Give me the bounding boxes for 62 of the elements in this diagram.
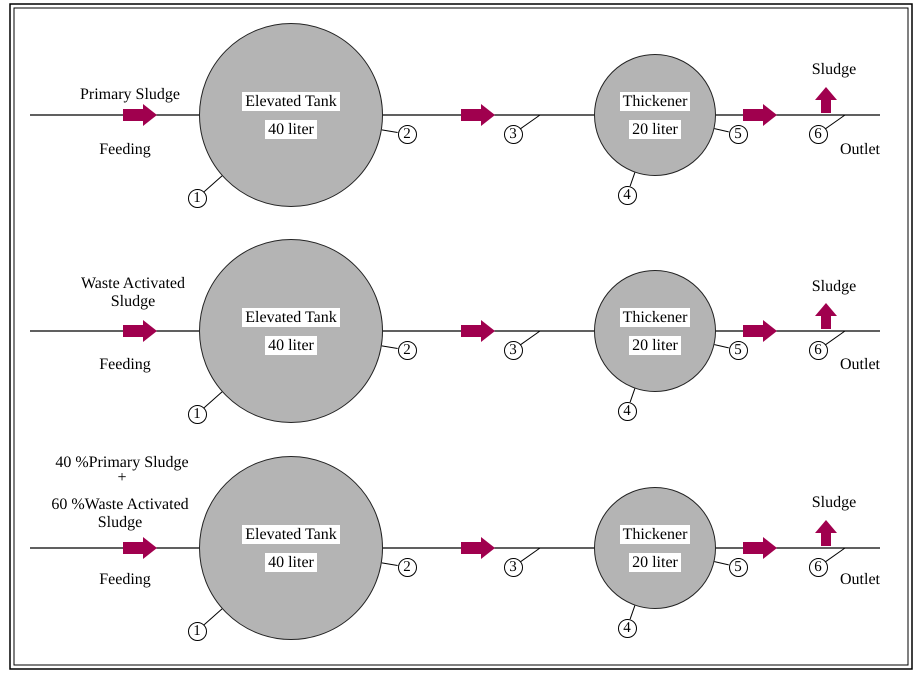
- leader-line: [520, 114, 540, 130]
- tank-name: Elevated Tank: [242, 308, 340, 326]
- callout-number: 4: [618, 618, 636, 638]
- tank-name: Elevated Tank: [242, 524, 340, 544]
- leader-line: [825, 548, 846, 562]
- leader-line: [204, 175, 223, 192]
- volume-label: 40 liter: [265, 552, 317, 572]
- callout-number: 5: [728, 340, 748, 360]
- tank-name: Thickener: [620, 92, 690, 110]
- volume-label: 40 liter: [265, 336, 317, 354]
- leader-line: [825, 114, 846, 130]
- leader-line: [520, 548, 540, 562]
- sludge-label: Sludge: [810, 61, 858, 79]
- leader-line: [204, 608, 223, 626]
- leader-line: [381, 345, 398, 349]
- callout-number: 3: [504, 558, 522, 576]
- feed-label: Waste Activated Sludge: [80, 275, 186, 311]
- callout-number: 1: [188, 404, 206, 424]
- feeding-label: Feeding: [98, 356, 152, 374]
- callout-number: 2: [398, 558, 416, 576]
- sludge-label: Sludge: [810, 278, 858, 296]
- outlet-label: Outlet: [839, 356, 881, 374]
- leader-line: [630, 388, 636, 403]
- callout-number: 6: [808, 340, 828, 360]
- leader-line: [630, 605, 636, 620]
- leader-line: [714, 561, 730, 566]
- callout-number: 3: [504, 340, 522, 360]
- leader-line: [520, 330, 540, 346]
- outlet-label: Feeding: [98, 571, 152, 589]
- callout-number: 2: [398, 124, 416, 144]
- leader-line: [381, 129, 398, 133]
- leader-line: [714, 128, 730, 132]
- volume-label: 20 liter: [629, 336, 681, 354]
- callout-number: 6: [808, 558, 828, 576]
- tank-name: Thickener: [620, 308, 690, 326]
- feed-label: 40 %Primary Sludge: [54, 454, 190, 472]
- tank-name: Thickener: [620, 524, 690, 544]
- volume-label: 20 liter: [629, 552, 681, 572]
- feed-label: Primary Sludge: [79, 86, 181, 104]
- callout-number: 5: [728, 558, 748, 576]
- callout-number: 5: [728, 124, 748, 144]
- leader-line: [381, 562, 398, 566]
- outlet-label: Outlet: [839, 141, 881, 159]
- leader-line: [825, 330, 846, 346]
- leader-line: [204, 391, 223, 408]
- feed-label: +: [117, 469, 127, 487]
- feed-label: 60 %Waste Activated Sludge: [50, 496, 190, 532]
- leader-line: [714, 344, 730, 348]
- callout-number: 2: [398, 340, 416, 360]
- callout-number: 4: [618, 402, 636, 420]
- feed-label: Sludge: [810, 494, 858, 512]
- callout-number: 1: [188, 188, 206, 208]
- callout-number: 3: [504, 124, 522, 144]
- callout-number: 1: [188, 622, 206, 640]
- callout-number: 6: [808, 124, 828, 144]
- volume-label: 40 liter: [265, 120, 317, 138]
- leader-line: [630, 172, 636, 187]
- tank-name: Elevated Tank: [242, 92, 340, 110]
- feeding-label: Feeding: [98, 141, 152, 159]
- feeding-label: Outlet: [839, 571, 881, 589]
- callout-number: 4: [618, 186, 636, 204]
- volume-label: 20 liter: [629, 120, 681, 138]
